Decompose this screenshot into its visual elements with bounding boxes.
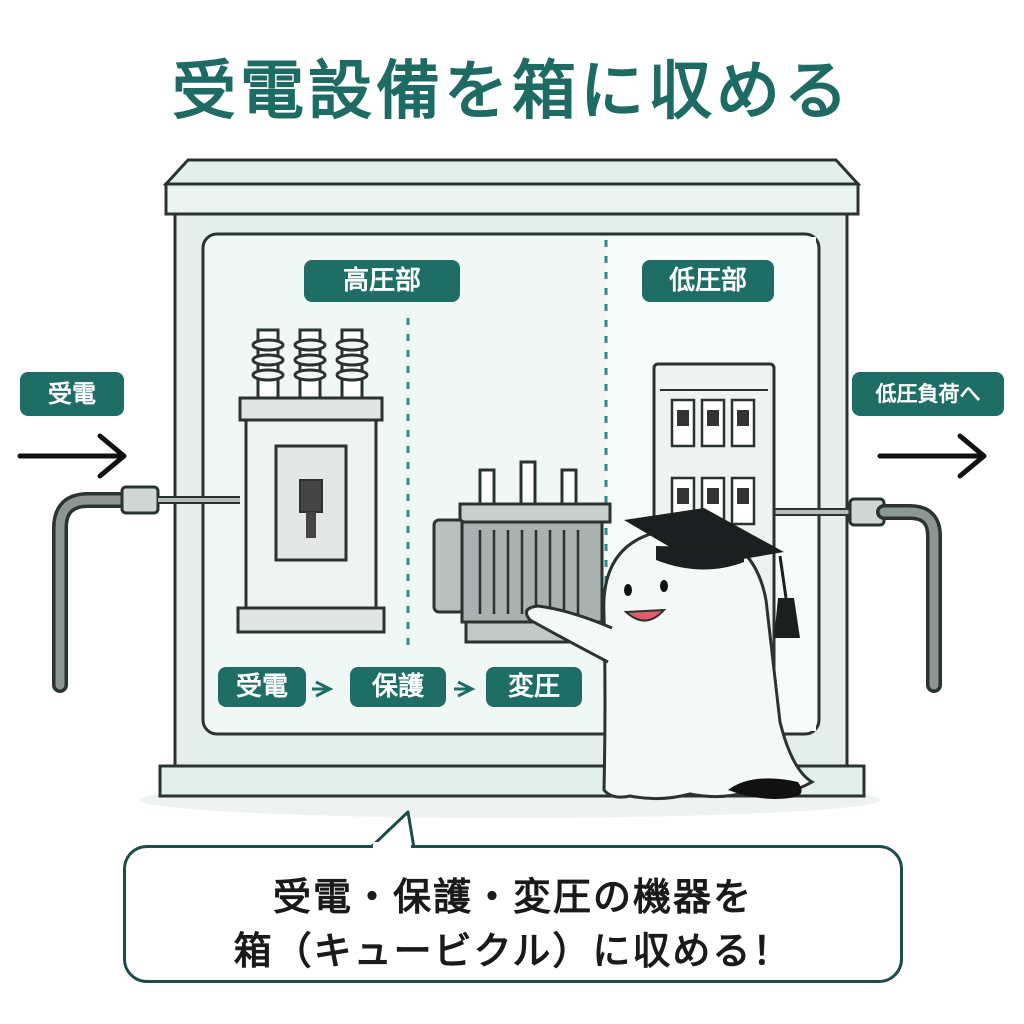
flow-step-protect: 保護 xyxy=(350,667,446,707)
cubicle-roof-edge xyxy=(164,182,860,216)
callout-pointer-join xyxy=(373,842,411,850)
flow-step-receive: 受電 xyxy=(218,667,306,707)
cubicle-roof xyxy=(162,158,862,186)
high-voltage-breaker xyxy=(236,328,386,634)
transformer xyxy=(432,460,612,644)
incoming-label: 受電 xyxy=(20,372,124,416)
outgoing-cable xyxy=(876,504,942,693)
callout-line-1: 受電・保護・変圧の機器を xyxy=(272,875,753,919)
callout-line-2: 箱（キュービクル）に収める！ xyxy=(233,929,793,973)
incoming-connector xyxy=(120,485,160,515)
graduation-cap-icon xyxy=(624,508,800,638)
flow-step-transform: 変圧 xyxy=(486,667,582,707)
low-voltage-zone-label: 低圧部 xyxy=(642,260,774,302)
high-voltage-zone-label: 高圧部 xyxy=(304,260,460,302)
breaker-switch-icon xyxy=(299,479,323,538)
arrow-right-icon xyxy=(877,433,987,479)
outgoing-label: 低圧負荷へ xyxy=(852,372,1004,416)
callout-pointer xyxy=(368,810,416,850)
callout-box: 受電・保護・変圧の機器を 箱（キュービクル）に収める！ xyxy=(123,845,903,983)
page-title: 受電設備を箱に収める xyxy=(172,55,852,129)
ghost-mascot xyxy=(524,508,815,801)
incoming-cable xyxy=(52,492,158,693)
arrow-right-icon xyxy=(17,433,127,479)
